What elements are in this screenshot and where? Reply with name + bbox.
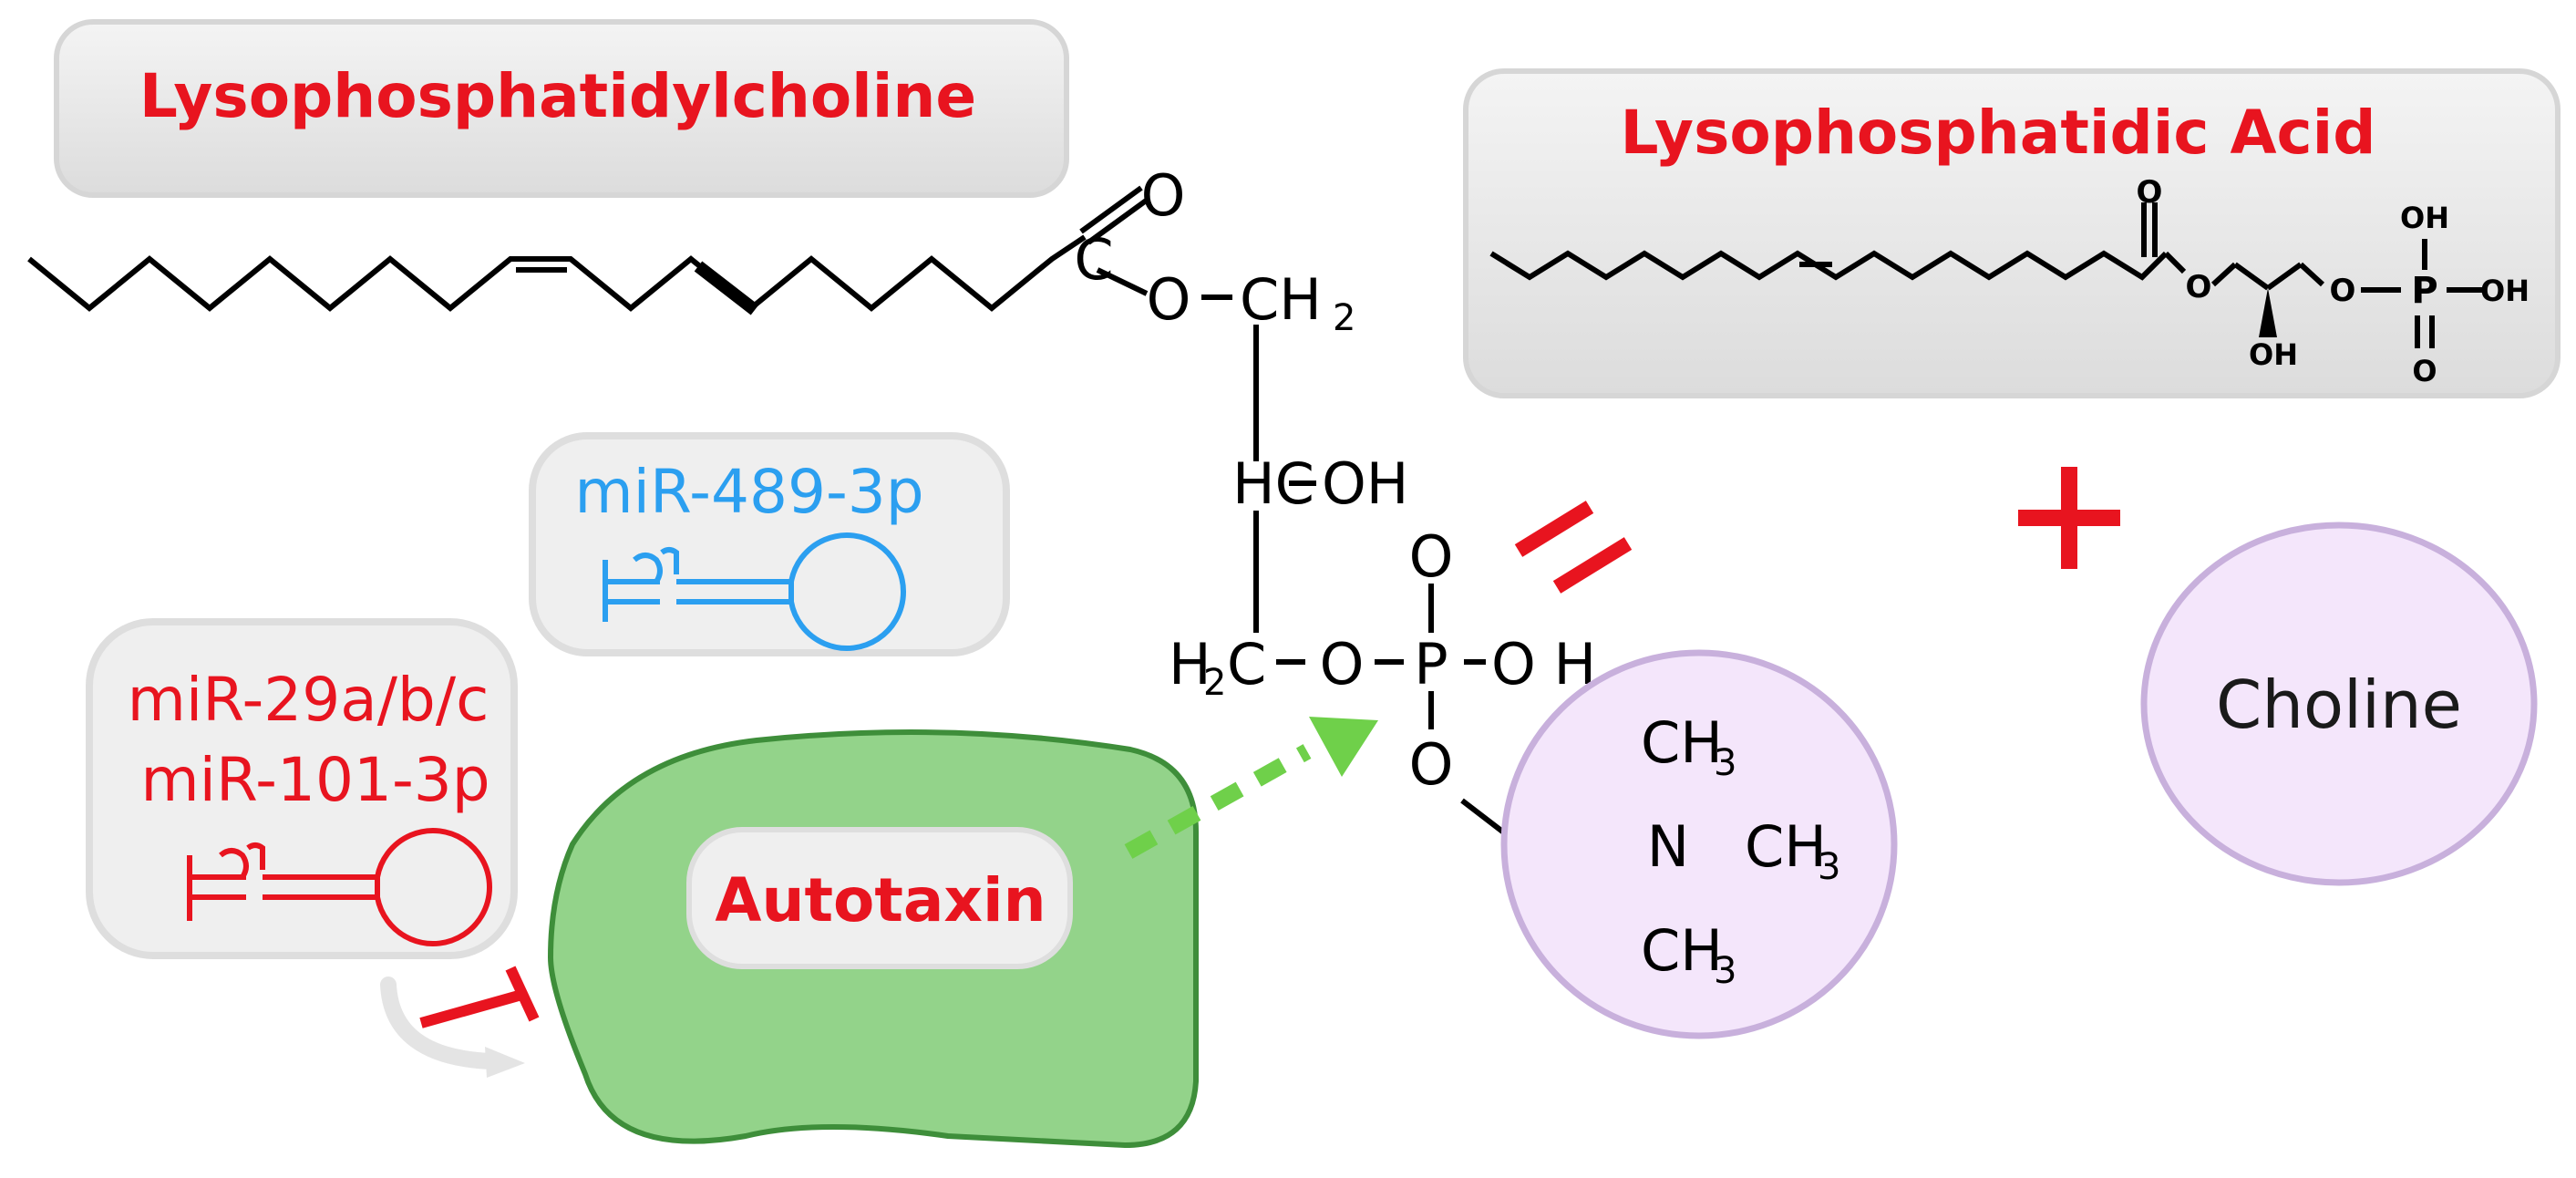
lpa-title: Lysophosphatidic Acid [1620,98,2375,168]
lpc-phosphorus: P [1414,631,1448,698]
lpa-carbonyl-o: O [2137,174,2163,211]
lpa-ester-o: O [2186,269,2212,305]
lpc-p-oh: O H [1491,631,1596,698]
lpc-carbonyl-c: C [1074,226,1113,293]
choline-methyl-top-sub: 3 [1714,742,1736,784]
lpc-hc-oh: OH [1322,450,1408,517]
choline-methyl-right: CH [1745,813,1827,880]
mir-101-label: miR-101-3p [140,745,489,815]
choline-product: Choline [2140,522,2538,886]
catalysis-arrow-icon [1124,717,1378,859]
lpc-title-box: Lysophosphatidylcholine [54,19,1069,198]
lpc-h2c-h: H [1169,631,1211,698]
lpc-p-lower-o: O [1409,731,1454,798]
choline-methyl-bottom-sub: 3 [1714,950,1736,992]
mir-489-label: miR-489-3p [574,457,923,527]
lpc-ester-o: O [1147,266,1191,333]
lpc-link-o: O [1320,631,1365,698]
mir-29-label: miR-29a/b/c [128,665,489,735]
mir-489-box: miR-489-3p [529,432,1010,656]
mirna-targeting-arrow-icon [380,976,500,1070]
choline-headgroup-circle: N CH 3 CH 3 CH 3 [1500,649,1898,1039]
lpc-h2c-sub: 2 [1203,662,1226,704]
lpa-structure [1489,202,2487,348]
lpc-h2c-c: C [1227,631,1266,698]
lpc-p-double-o: O [1409,523,1454,590]
autotaxin-label: Autotaxin [715,865,1046,935]
choline-methyl-right-sub: 3 [1818,846,1840,888]
lpa-p-oh-right: OH [2480,274,2530,308]
lpa-p-o-bottom: O [2412,354,2437,388]
lpa-link-o: O [2330,273,2356,309]
inhibition-arrow-icon [419,966,540,1028]
autotaxin-enzyme: Autotaxin [547,729,1199,1149]
lpc-carbonyl-o: O [1141,162,1186,229]
lpc-ch2-sub: 2 [1333,297,1355,339]
lpc-ch2-top: CH [1240,266,1322,333]
equals-sign-icon [1514,501,1633,594]
choline-methyl-top: CH [1641,709,1723,776]
mirna-hairpin-icon [187,828,493,946]
choline-label: Choline [2216,666,2462,743]
lpc-title: Lysophosphatidylcholine [139,61,976,131]
lpa-p-oh-top: OH [2400,201,2449,235]
lpc-hc: HC [1232,450,1314,517]
mir-29-101-box: miR-29a/b/c miR-101-3p [86,618,518,959]
mirna-hairpin-icon [603,532,907,651]
choline-n: N [1647,813,1689,880]
lpa-glycerol-oh: OH [2249,337,2298,372]
lpa-phosphorus: P [2411,270,2437,312]
plus-sign-icon [2018,467,2120,569]
lpa-wedge-bond [2259,288,2277,337]
lpa-box: Lysophosphatidic Acid O O OH O P OH OH O [1463,68,2561,398]
choline-methyl-bottom: CH [1641,917,1723,984]
